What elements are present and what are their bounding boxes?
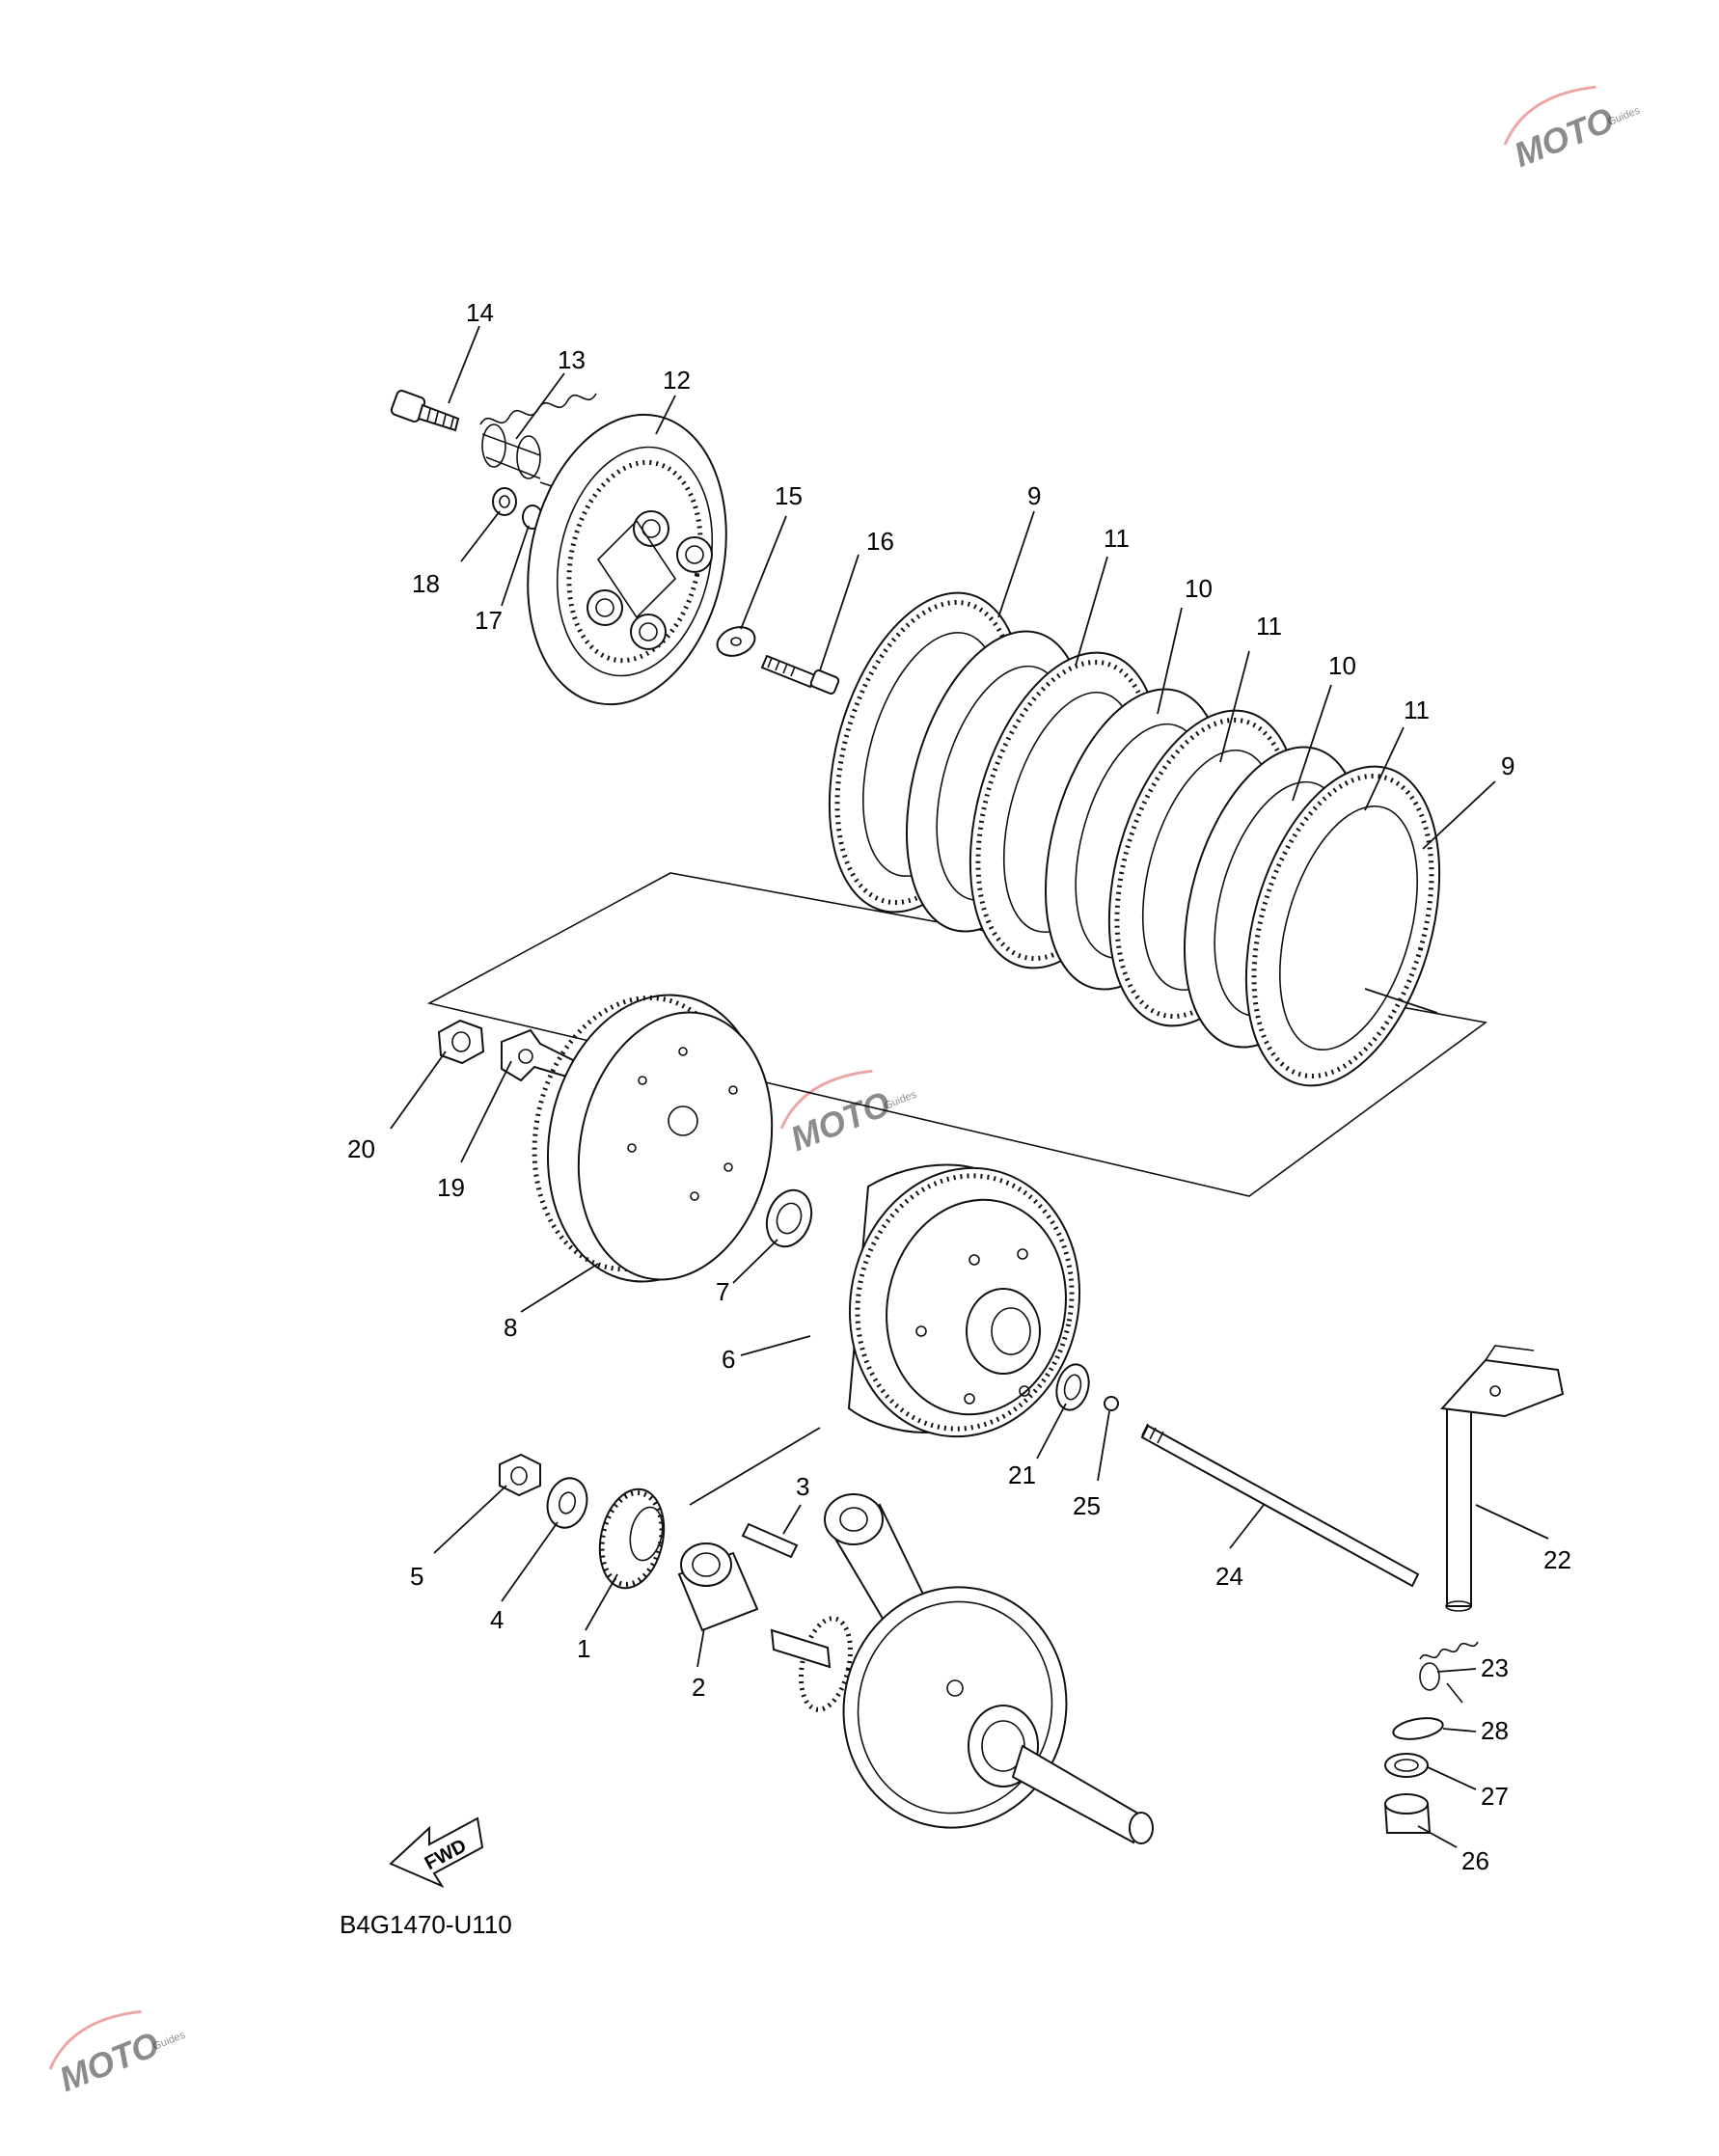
callout-20: 20 — [347, 1134, 375, 1163]
crankshaft-assembly — [770, 1493, 1154, 1844]
part-8-clutch-boss — [532, 994, 774, 1283]
assembly-boundary — [426, 872, 1487, 1197]
part-3-key — [741, 1522, 799, 1559]
watermark-sub: Guides — [151, 2029, 187, 2052]
part-23-spring — [1419, 1641, 1479, 1704]
fwd-arrow: FWD — [389, 1816, 484, 1889]
callout-19: 19 — [437, 1173, 465, 1202]
part-6-clutch-housing — [847, 1163, 1081, 1438]
watermark-brand: MOTO — [1509, 99, 1620, 175]
callout-22: 22 — [1543, 1545, 1571, 1574]
callout-28: 28 — [1481, 1716, 1509, 1745]
callout-11-third: 11 — [1404, 696, 1430, 724]
callout-16: 16 — [866, 527, 894, 556]
watermark-brand: MOTO — [785, 1083, 896, 1159]
callout-24: 24 — [1215, 1562, 1243, 1591]
diagram-code: B4G1470-U110 — [340, 1910, 512, 1939]
callout-4: 4 — [490, 1605, 504, 1634]
part-1-drive-gear — [598, 1487, 666, 1590]
callout-11-first: 11 — [1104, 524, 1130, 553]
part-9-friction-plate-b — [1244, 765, 1441, 1087]
part-27-seal — [1384, 1753, 1429, 1778]
part-18-nut — [492, 487, 517, 516]
part-14-bolt — [390, 390, 460, 432]
part-21-washer — [1055, 1363, 1090, 1411]
callout-5: 5 — [410, 1562, 423, 1591]
watermark-sub: Guides — [883, 1088, 918, 1111]
watermark-sub: Guides — [1606, 104, 1642, 127]
callout-21: 21 — [1008, 1460, 1036, 1489]
callout-10-second: 10 — [1328, 651, 1356, 680]
callout-23: 23 — [1481, 1653, 1509, 1682]
leader-lines — [390, 325, 1549, 1848]
part-25-ball — [1104, 1396, 1119, 1411]
part-26-bearing — [1383, 1793, 1432, 1834]
callout-labels: 14 13 12 18 17 15 16 9 11 10 11 10 11 9 … — [347, 298, 1571, 1875]
callout-11-second: 11 — [1256, 612, 1282, 641]
callout-14: 14 — [466, 298, 494, 327]
callout-25: 25 — [1073, 1491, 1101, 1520]
part-20-nut — [437, 1019, 485, 1065]
callout-6: 6 — [722, 1345, 735, 1374]
part-4-washer — [546, 1477, 588, 1529]
callout-3: 3 — [796, 1472, 809, 1501]
part-2-collar — [677, 1542, 759, 1632]
callout-2: 2 — [692, 1673, 705, 1702]
part-5-nut — [499, 1453, 541, 1497]
part-22-push-lever — [1439, 1345, 1565, 1612]
callout-1: 1 — [577, 1634, 590, 1663]
watermark-center: MOTO Guides — [779, 1069, 918, 1159]
callout-9-bottom: 9 — [1501, 751, 1514, 780]
clutch-plate-stack — [828, 591, 1441, 1087]
part-18-nut-hole — [499, 495, 510, 508]
callout-26: 26 — [1461, 1846, 1489, 1875]
callout-18: 18 — [412, 569, 440, 598]
callout-10-first: 10 — [1185, 574, 1213, 603]
part-28-circlip — [1392, 1717, 1444, 1740]
callout-9-top: 9 — [1027, 481, 1041, 510]
callout-7: 7 — [716, 1277, 729, 1306]
watermark-brand: MOTO — [54, 2024, 165, 2099]
callout-8: 8 — [504, 1313, 517, 1342]
part-24-push-rod-long — [1140, 1423, 1420, 1588]
part-12-pressure-plate — [527, 413, 727, 706]
callout-13: 13 — [558, 345, 586, 374]
part-15-washer — [716, 626, 756, 657]
callout-17: 17 — [475, 606, 503, 635]
part-16-push-rod — [760, 654, 840, 696]
part-7-thrust-plate — [765, 1188, 813, 1248]
callout-12: 12 — [663, 366, 691, 395]
callout-15: 15 — [775, 481, 803, 510]
watermark-top-right: MOTO Guides — [1503, 85, 1642, 175]
watermark-bottom-left: MOTO Guides — [48, 2009, 187, 2099]
callout-27: 27 — [1481, 1782, 1509, 1811]
